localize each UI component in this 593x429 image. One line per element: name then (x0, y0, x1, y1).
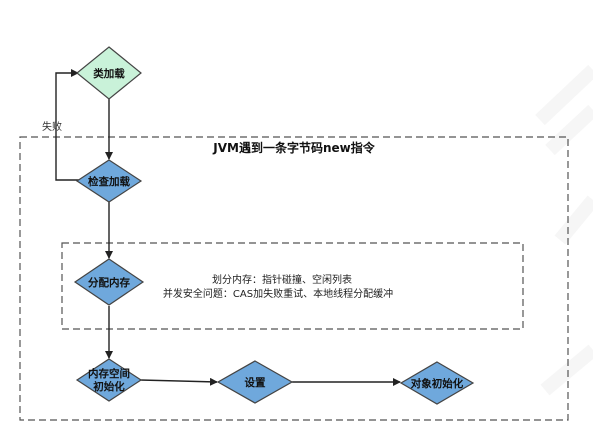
outer-box-title: JVM遇到一条字节码new指令 (212, 140, 375, 155)
obj-init-label: 对象初始化 (411, 377, 464, 390)
edge-init-to-setup (139, 377, 218, 386)
node-check-load: 检查加载 (75, 159, 143, 203)
inner-dashed-box (61, 242, 524, 330)
init-diamond (75, 358, 143, 402)
node-obj-init: 对象初始化 (399, 361, 475, 405)
alloc-diamond (73, 258, 145, 306)
mem-init-label-line1: 内存空间 (88, 367, 130, 380)
outer-dashed-box (19, 136, 569, 421)
setup-label: 设置 (245, 376, 266, 389)
check-load-label: 检查加载 (88, 175, 130, 188)
start-diamond (76, 46, 142, 100)
background-watermark (535, 64, 593, 396)
node-alloc-mem: 分配内存 (73, 258, 145, 306)
node-mem-init: 内存空间 初始化 (75, 358, 143, 402)
alloc-note-line1: 划分内存：指针碰撞、空闲列表 (212, 273, 352, 286)
alloc-note-line2: 并发安全问题：CAS加失败重试、本地线程分配缓冲 (163, 287, 393, 300)
objinit-diamond (399, 361, 475, 405)
check-diamond (75, 159, 143, 203)
alloc-mem-label: 分配内存 (88, 276, 130, 289)
mem-init-label-line2: 初始化 (93, 380, 125, 393)
fail-label: 失败 (42, 120, 62, 133)
node-class-load: 类加载 (76, 46, 142, 100)
node-setup: 设置 (216, 360, 294, 404)
class-load-label: 类加载 (93, 67, 125, 80)
setup-diamond (216, 360, 294, 404)
edge-check-fail-loop (55, 69, 80, 181)
